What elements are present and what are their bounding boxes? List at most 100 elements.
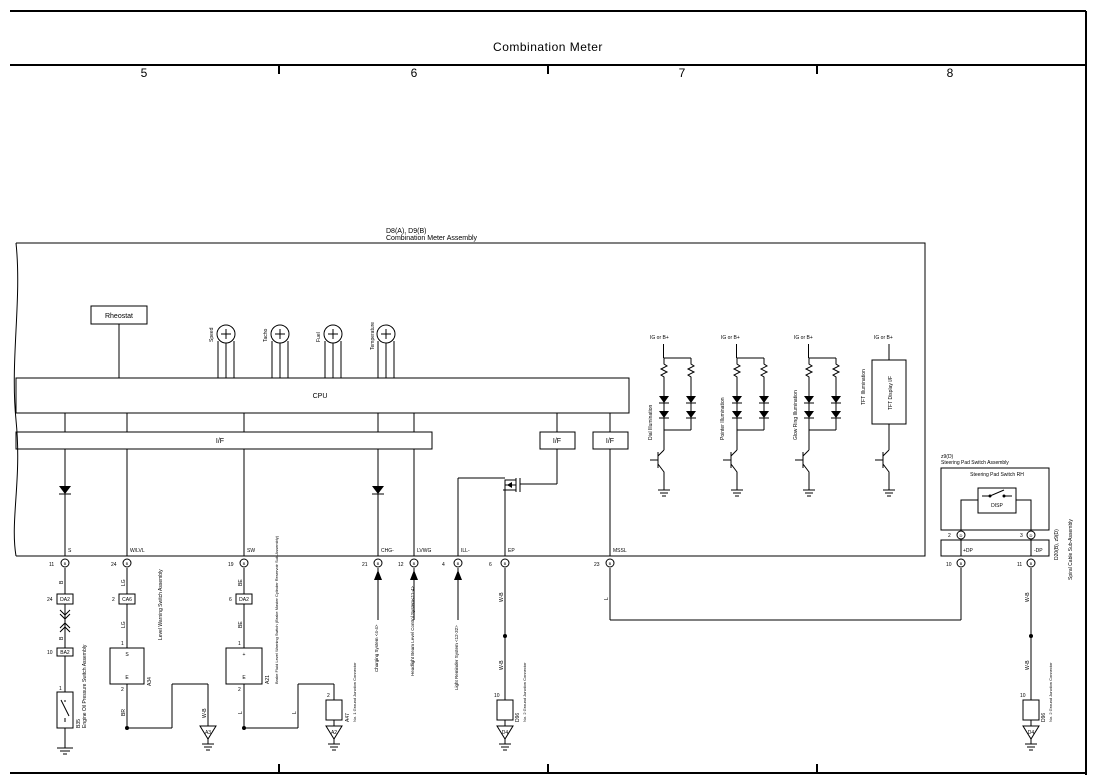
terminal-0 xyxy=(60,558,70,568)
transistor-1 xyxy=(723,449,738,490)
resistor-0-0 xyxy=(659,358,669,390)
terminal-name-1: W/LVL xyxy=(130,548,145,554)
illum-label-tft: TFT Illumination xyxy=(861,369,867,405)
connector-ba2 xyxy=(56,647,74,657)
diagram-title: Combination Meter xyxy=(493,40,603,54)
ground-earth-3 xyxy=(1025,739,1037,751)
resistor-1-1 xyxy=(759,358,769,390)
rheostat-label: Rheostat xyxy=(105,313,133,320)
connector-da2-top-num: 24 xyxy=(47,597,53,603)
steering-pin-left-conn: D xyxy=(960,533,963,538)
arrow-light-reminder xyxy=(454,570,462,580)
column-label-8: 8 xyxy=(947,66,954,80)
ground-triangle-0 xyxy=(199,725,217,740)
wire-b-1: B xyxy=(59,580,65,584)
steering-pin-right-name: -DP xyxy=(1034,548,1043,554)
transistor-2 xyxy=(795,449,810,490)
ground-label-1: A2 xyxy=(331,730,337,736)
terminal-conn-6: B xyxy=(504,561,507,566)
b35-ref: B35 xyxy=(76,719,82,728)
d96-left-ref: D96 xyxy=(515,713,521,722)
gauge-label-tacho: Tacho xyxy=(263,328,269,342)
a47-ref: A47 xyxy=(345,713,351,722)
connector-da2-mid-num: 6 xyxy=(229,597,232,603)
d96-left-junction xyxy=(496,699,514,721)
arrow-headlight xyxy=(410,570,418,580)
wire-l-mssl: L xyxy=(604,597,610,600)
column-label-6: 6 xyxy=(411,66,418,80)
spiral-cable-block xyxy=(940,539,1050,557)
terminal-conn-2: B xyxy=(243,561,246,566)
illumination-circuits xyxy=(650,344,895,497)
a34-name: Level Warning Switch Assembly xyxy=(158,569,164,640)
steering-term-left xyxy=(956,558,966,568)
ground-label-2: D4 xyxy=(502,730,509,736)
combination-meter-assembly xyxy=(13,242,926,557)
system-headlight: Headlight Beam Level Control System<11-4… xyxy=(410,586,415,676)
internal-lines xyxy=(64,413,611,556)
a34-ref: A34 xyxy=(147,677,153,686)
illum-supply-1: IG or B+ xyxy=(650,335,669,341)
terminal-name-3: CHG- xyxy=(381,548,394,554)
tft-ground xyxy=(883,489,895,497)
connector-ca6 xyxy=(118,593,136,605)
d96-left-pin: 10 xyxy=(494,693,500,699)
system-light-reminder: Light Reminder System <12-32> xyxy=(454,625,459,690)
steering-term-right xyxy=(1026,558,1036,568)
steering-pin-right-conn: D xyxy=(1030,533,1033,538)
d96-left-name: No. 2 Ground Junction Connector xyxy=(522,662,527,722)
gauge-label-fuel: Fuel xyxy=(316,332,322,342)
cpu-block xyxy=(15,377,630,414)
a47-pin: 2 xyxy=(327,693,330,699)
resistor-2-0 xyxy=(804,358,814,390)
terminal-num-1: 24 xyxy=(111,562,117,568)
wire-lg-1: LG xyxy=(121,579,127,586)
terminal-name-6: EP xyxy=(508,548,515,554)
connector-da2-mid-label: DA2 xyxy=(239,597,249,603)
connector-ba2-label: BA2 xyxy=(60,650,70,656)
ground-triangle-3 xyxy=(1022,725,1040,740)
d96-right-pin: 10 xyxy=(1020,693,1026,699)
terminal-5 xyxy=(453,558,463,568)
wire-lg-2: LG xyxy=(121,621,127,628)
spiral-ref: D20(B), z9(D) xyxy=(1054,529,1060,560)
a21-pin-2: 2 xyxy=(238,687,241,693)
column-label-5: 5 xyxy=(141,66,148,80)
connector-da2-top-label: DA2 xyxy=(60,597,70,603)
steering-pin-right-num: 3 xyxy=(1020,533,1023,539)
connector-ba2-num: 10 xyxy=(47,650,53,656)
terminal-num-0: 11 xyxy=(49,562,54,568)
splice-dp xyxy=(1029,634,1033,638)
a21-name: Brake Fluid Level Warning Switch (Brake … xyxy=(274,535,279,684)
gauge-fuel xyxy=(323,324,343,378)
connector-da2-mid xyxy=(235,593,253,605)
terminal-2 xyxy=(239,558,249,568)
terminal-conn-7: B xyxy=(609,561,612,566)
terminal-row: B11SB24W/LVLB19SWB21CHG-B12LVWGB4ILL-B6E… xyxy=(49,548,627,568)
gauge-temperature xyxy=(376,324,396,378)
a34-s: S xyxy=(125,652,129,658)
diode-s xyxy=(59,486,71,494)
wire-wb-a3: W-B xyxy=(202,708,208,718)
illum-ground-2 xyxy=(803,489,815,497)
system-charging: Charging System <4-4> xyxy=(374,624,379,672)
terminal-num-6: 6 xyxy=(489,562,492,568)
external-wiring xyxy=(64,540,1032,742)
terminal-num-5: 4 xyxy=(442,562,445,568)
wire-wb-ep-1: W-B xyxy=(499,592,505,602)
d96-right-junction xyxy=(1022,699,1040,721)
ground-label-3: D4 xyxy=(1028,730,1035,736)
steering-term-left-num: 10 xyxy=(946,562,952,568)
wire-wb-dp-1: W-B xyxy=(1025,592,1031,602)
column-label-7: 7 xyxy=(679,66,686,80)
arrow-charging xyxy=(374,570,382,580)
splice-br xyxy=(125,726,129,730)
wire-br: BR xyxy=(121,709,127,716)
terminal-num-3: 21 xyxy=(362,562,368,568)
gauge-speed xyxy=(216,324,236,378)
terminal-name-5: ILL- xyxy=(461,548,470,554)
a34-switch xyxy=(109,647,145,685)
illum-supply-4: IG or B+ xyxy=(874,335,893,341)
